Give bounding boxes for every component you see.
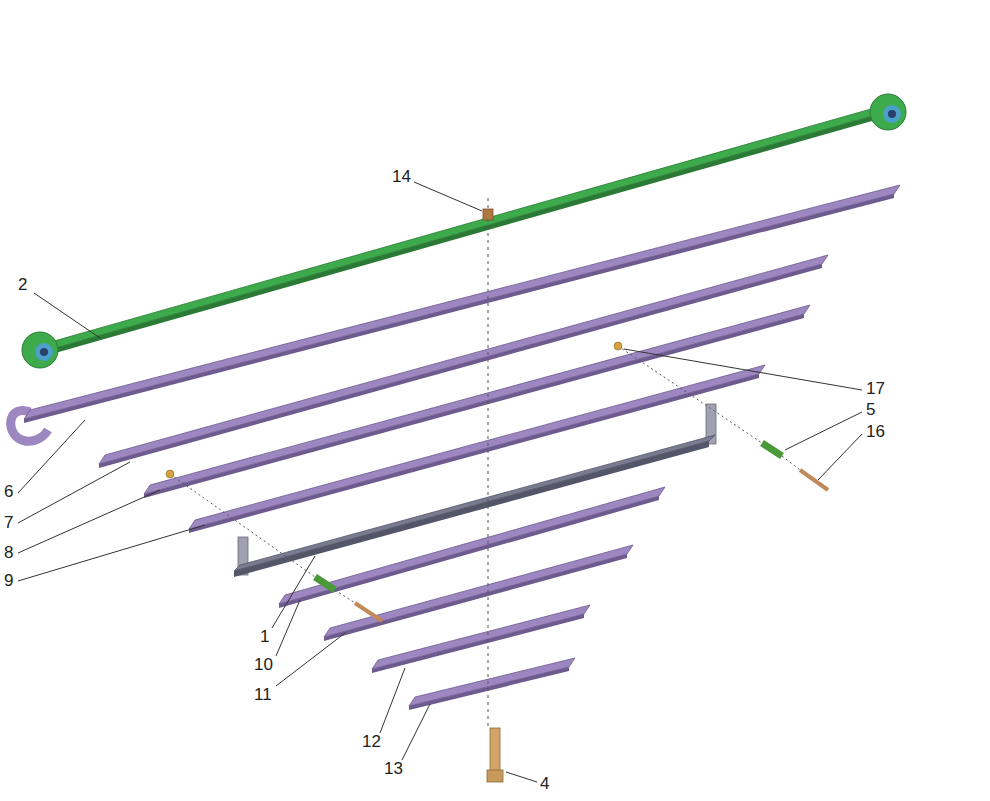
callout-number: 12	[362, 733, 381, 752]
callout-number: 14	[392, 168, 411, 187]
callout-number: 8	[4, 544, 13, 563]
callout-number: 4	[540, 775, 549, 794]
callout-number: 7	[4, 514, 13, 533]
callout-number: 13	[384, 760, 403, 779]
callout-number: 2	[18, 276, 27, 295]
callout-number: 1	[260, 628, 269, 647]
callout-number: 16	[866, 423, 885, 442]
callout-number: 11	[254, 686, 272, 705]
callout-number: 17	[866, 380, 885, 399]
callout-number: 9	[4, 572, 13, 591]
callout-number: 5	[866, 401, 875, 420]
callout-number: 10	[254, 656, 273, 675]
callout-number: 6	[4, 483, 13, 502]
